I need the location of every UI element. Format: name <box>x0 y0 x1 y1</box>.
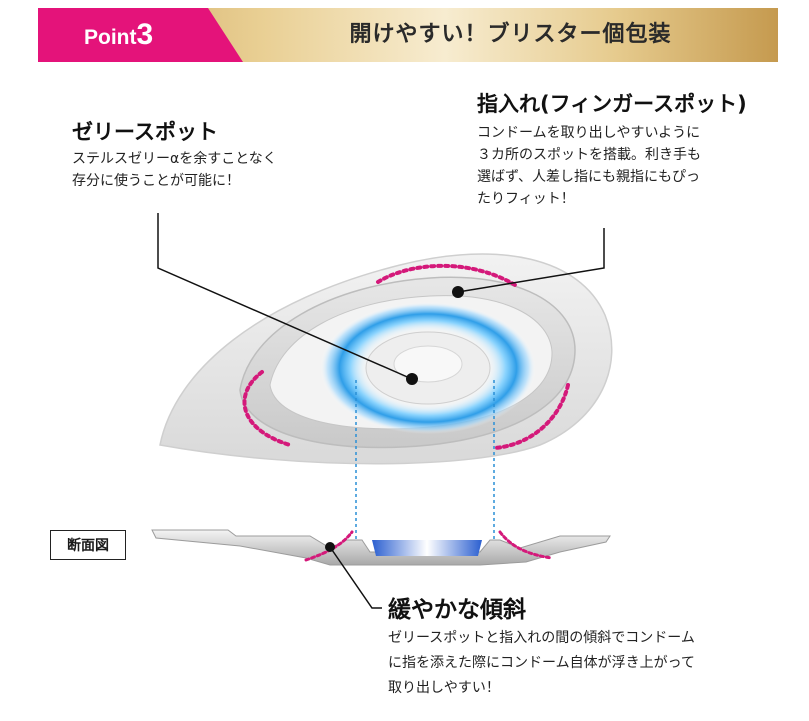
finger-spot-marker <box>452 286 464 298</box>
gentle-slope-heading: 緩やかな傾斜 <box>388 597 526 623</box>
slope-marker <box>325 542 335 552</box>
gentle-slope-description: ゼリースポットと指入れの間の傾斜でコンドーム に指を添えた際にコンドーム自体が浮… <box>388 630 695 696</box>
cross-section-label: 断面図 <box>50 530 126 560</box>
point-number: 3 <box>136 18 154 51</box>
point-label: Point3 <box>84 8 153 62</box>
finger-spot-description: コンドームを取り出しやすいように ３カ所のスポットを搭載。利き手も 選ばず、人差… <box>477 125 701 207</box>
finger-spot-outline-left <box>242 370 292 447</box>
jelly-spot-marker <box>406 373 418 385</box>
banner-pink-tab <box>38 8 243 62</box>
finger-spot-leader-line <box>457 228 605 293</box>
slope-leader-line <box>329 546 382 609</box>
cross-section-jelly <box>372 540 482 556</box>
jelly-spot-dimple <box>393 345 463 383</box>
point-banner: Point3 開けやすい！ブリスター個包装 <box>38 8 778 62</box>
jelly-spot-leader-line <box>157 213 413 380</box>
cross-section-slope-outline-right <box>498 530 554 560</box>
finger-spot-outline-right <box>493 383 570 450</box>
jelly-spot-heading: ゼリースポット <box>72 120 218 144</box>
finger-spot-outline-top <box>376 263 517 287</box>
banner-title: 開けやすい！ブリスター個包装 <box>349 22 672 47</box>
jelly-spot-description: ステルスゼリーαを余すことなく 存分に使うことが可能に！ <box>72 151 277 189</box>
finger-spot-heading: 指入れ(フィンガースポット) <box>477 92 747 116</box>
point-word: Point <box>84 26 137 49</box>
